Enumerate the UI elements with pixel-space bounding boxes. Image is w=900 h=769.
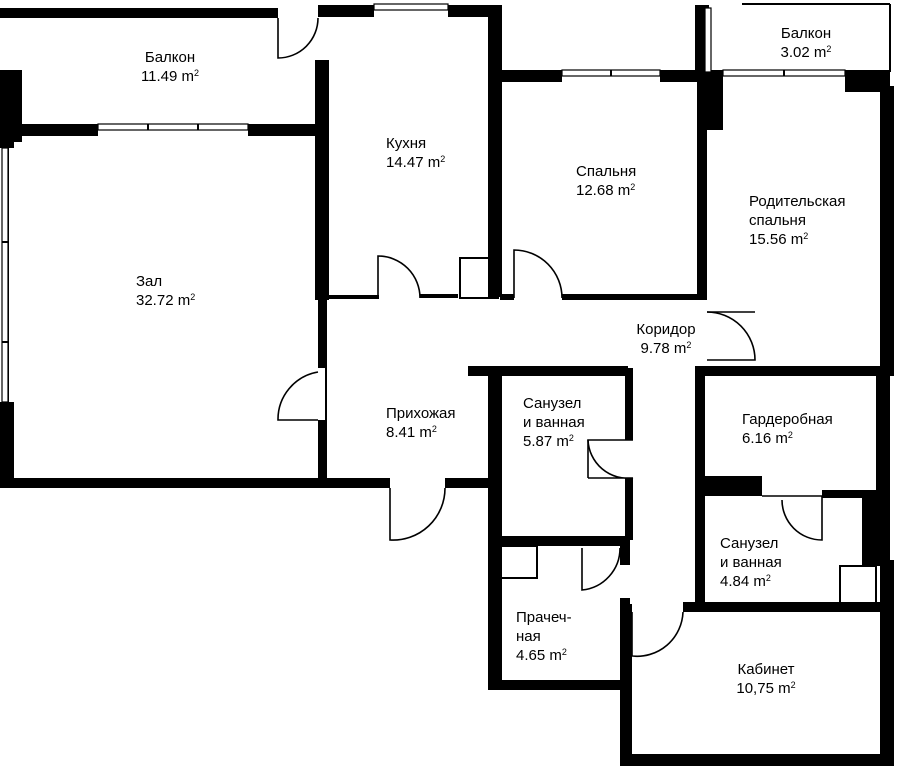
room-area: 8.41 m2 [386, 424, 437, 441]
room-kitchen: Кухня 14.47 m2 [386, 134, 445, 172]
room-balcony-left: Балкон 11.49 m2 [130, 48, 210, 86]
doors [277, 17, 823, 658]
walls [0, 5, 894, 766]
room-area: 4.65 m2 [516, 647, 567, 664]
room-balcony-right: Балкон 3.02 m2 [770, 24, 842, 62]
room-name-line1: Санузел [720, 535, 779, 552]
room-name: Балкон [144, 49, 196, 66]
room-area: 6.16 m2 [742, 430, 793, 447]
room-wardrobe: Гардеробная 6.16 m2 [742, 410, 833, 448]
room-area: 15.56 m2 [749, 231, 809, 248]
room-name: Кухня [386, 135, 427, 152]
room-name: Прихожая [386, 405, 456, 422]
room-name: Спальня [576, 163, 637, 180]
room-study: Кабинет 10,75 m2 [722, 660, 810, 698]
room-bedroom: Спальня 12.68 m2 [576, 162, 636, 200]
room-name-line1: Родительская [749, 193, 846, 210]
room-name: Гардеробная [742, 411, 833, 428]
room-area: 5.87 m2 [523, 433, 574, 450]
room-bathroom-1: Санузел и ванная 5.87 m2 [523, 394, 585, 451]
room-area: 9.78 m2 [640, 340, 692, 357]
room-area: 10,75 m2 [736, 680, 796, 697]
room-name: Коридор [636, 321, 696, 338]
room-name-line1: Санузел [523, 395, 582, 412]
room-name: Кабинет [737, 661, 795, 678]
room-name-line2: спальня [749, 212, 806, 229]
room-area: 4.84 m2 [720, 573, 771, 590]
room-area: 32.72 m2 [136, 292, 196, 309]
room-corridor: Коридор 9.78 m2 [626, 320, 706, 358]
room-name: Балкон [780, 25, 832, 42]
room-name-line2: и ванная [720, 554, 782, 571]
room-area: 14.47 m2 [386, 154, 446, 171]
room-area: 3.02 m2 [780, 44, 832, 61]
room-name-line2: ная [516, 628, 541, 645]
room-area: 12.68 m2 [576, 182, 636, 199]
room-master-bedroom: Родительская спальня 15.56 m2 [749, 192, 845, 249]
room-name-line2: и ванная [523, 414, 585, 431]
room-name-line1: Прачеч- [516, 609, 572, 626]
room-area: 11.49 m2 [140, 68, 200, 85]
room-hallway: Прихожая 8.41 m2 [386, 404, 456, 442]
room-name: Зал [136, 273, 163, 290]
room-laundry: Прачеч- ная 4.65 m2 [516, 608, 572, 665]
room-bathroom-2: Санузел и ванная 4.84 m2 [720, 534, 782, 591]
windows [1, 3, 846, 403]
room-living: Зал 32.72 m2 [136, 272, 195, 310]
